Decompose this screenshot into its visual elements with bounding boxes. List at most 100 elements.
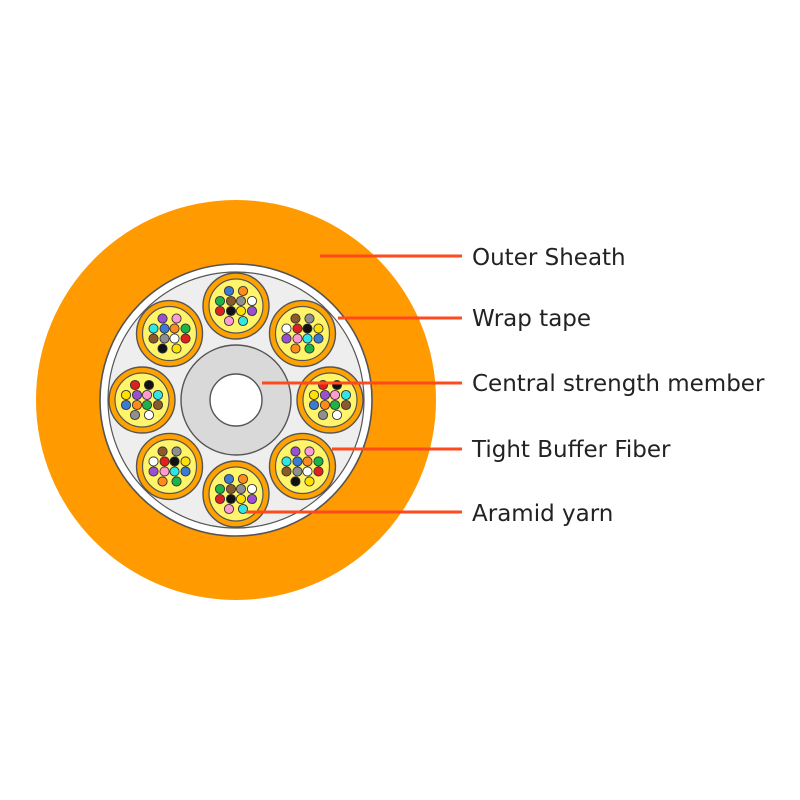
fiber xyxy=(237,315,249,327)
subunit-core xyxy=(274,305,331,362)
fiber xyxy=(171,343,182,354)
fiber xyxy=(159,323,170,334)
fiber xyxy=(225,493,237,505)
fiber xyxy=(246,483,258,495)
fiber xyxy=(157,446,168,457)
fiber xyxy=(235,493,247,505)
fiber xyxy=(214,295,226,307)
fiber xyxy=(180,323,191,334)
fiber xyxy=(292,456,303,467)
fiber xyxy=(281,323,292,334)
fiber xyxy=(304,476,315,487)
fiber xyxy=(131,399,143,411)
fiber xyxy=(141,389,153,401)
fiber xyxy=(225,295,237,307)
fiber xyxy=(148,333,159,344)
callouts: Outer Sheath Wrap tape Central strength … xyxy=(246,245,765,527)
fiber xyxy=(313,466,324,477)
fiber xyxy=(302,456,313,467)
fiber xyxy=(148,456,159,467)
fiber xyxy=(237,473,249,485)
fiber xyxy=(157,313,168,324)
fiber xyxy=(214,483,226,495)
fiber xyxy=(290,446,301,457)
fiber xyxy=(308,389,320,401)
fiber xyxy=(246,305,258,317)
fiber xyxy=(223,315,235,327)
fiber xyxy=(169,466,180,477)
subunit-core xyxy=(141,438,198,495)
subunit-core xyxy=(274,438,331,495)
fiber xyxy=(235,305,247,317)
fiber xyxy=(214,493,226,505)
subunit-core xyxy=(208,278,264,334)
fiber xyxy=(281,333,292,344)
fiber xyxy=(159,456,170,467)
fiber xyxy=(223,503,235,515)
fiber xyxy=(313,456,324,467)
fiber xyxy=(281,456,292,467)
tight-buffer-subunit xyxy=(135,432,204,501)
fiber xyxy=(180,456,191,467)
fiber xyxy=(171,476,182,487)
fiber xyxy=(159,333,170,344)
label-central-strength-member: Central strength member xyxy=(472,371,765,397)
fiber xyxy=(313,323,324,334)
fiber xyxy=(171,446,182,457)
fiber xyxy=(223,285,235,297)
fiber xyxy=(292,333,303,344)
tight-buffer-subunit xyxy=(296,366,364,434)
tight-buffer-subunit xyxy=(135,299,204,368)
fiber xyxy=(235,295,247,307)
fiber xyxy=(225,305,237,317)
tight-buffer-subunits xyxy=(108,272,364,528)
fiber xyxy=(290,343,301,354)
fiber xyxy=(120,399,132,411)
fiber xyxy=(180,466,191,477)
fiber xyxy=(152,399,164,411)
fiber xyxy=(169,456,180,467)
tight-buffer-subunit xyxy=(268,299,337,368)
fiber xyxy=(143,409,155,421)
fiber xyxy=(157,343,168,354)
fiber xyxy=(131,389,143,401)
fiber xyxy=(180,333,191,344)
fiber xyxy=(329,399,341,411)
fiber xyxy=(292,323,303,334)
tight-buffer-subunit xyxy=(202,272,270,340)
fiber xyxy=(152,389,164,401)
fiber xyxy=(169,333,180,344)
fiber xyxy=(302,323,313,334)
fiber xyxy=(290,313,301,324)
fiber xyxy=(141,399,153,411)
fiber xyxy=(148,466,159,477)
fiber xyxy=(143,379,155,391)
fiber xyxy=(290,476,301,487)
fiber xyxy=(157,476,168,487)
fiber xyxy=(223,473,235,485)
fiber xyxy=(329,389,341,401)
fiber xyxy=(169,323,180,334)
fiber xyxy=(225,483,237,495)
fiber xyxy=(171,313,182,324)
fiber xyxy=(148,323,159,334)
fiber xyxy=(308,399,320,411)
subunit-core xyxy=(302,372,358,428)
fiber xyxy=(129,379,141,391)
fiber xyxy=(246,295,258,307)
label-tight-buffer-fiber: Tight Buffer Fiber xyxy=(471,437,671,463)
fiber xyxy=(313,333,324,344)
label-outer-sheath: Outer Sheath xyxy=(472,245,626,271)
fiber xyxy=(304,446,315,457)
fiber xyxy=(237,285,249,297)
fiber xyxy=(302,333,313,344)
subunit-core xyxy=(114,372,170,428)
fiber xyxy=(235,483,247,495)
label-aramid-yarn: Aramid yarn xyxy=(472,501,613,527)
tight-buffer-subunit xyxy=(268,432,337,501)
fiber xyxy=(120,389,132,401)
tight-buffer-subunit xyxy=(202,460,270,528)
fiber xyxy=(237,503,249,515)
central-member-core xyxy=(209,373,263,427)
